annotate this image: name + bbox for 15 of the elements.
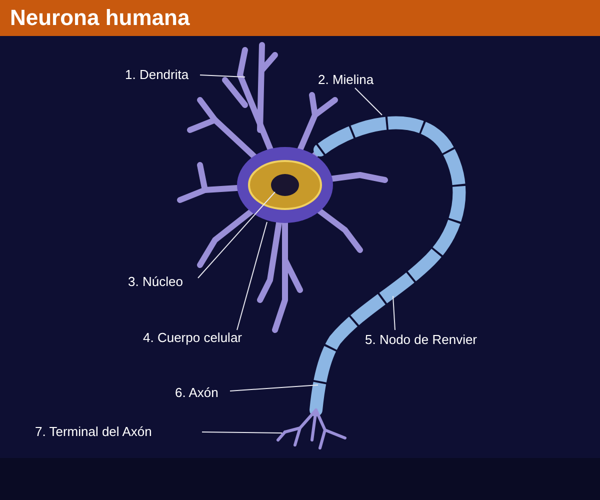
part-label: 3. Núcleo — [128, 274, 183, 290]
part-label: 6. Axón — [175, 385, 218, 401]
leader-line — [202, 432, 282, 434]
part-label: 2. Mielina — [318, 72, 374, 88]
leader-line — [200, 74, 246, 78]
title: Neurona humana — [10, 5, 190, 31]
part-label: 7. Terminal del Axón — [35, 424, 152, 440]
part-label: 5. Nodo de Renvier — [365, 332, 478, 348]
leader-line — [354, 88, 382, 116]
leader-line — [236, 222, 268, 330]
part-label: 1. Dendrita — [125, 67, 189, 83]
leader-line — [198, 192, 276, 278]
part-label: 4. Cuerpo celular — [143, 330, 242, 346]
leader-line — [230, 384, 318, 392]
leader-line — [392, 296, 396, 330]
